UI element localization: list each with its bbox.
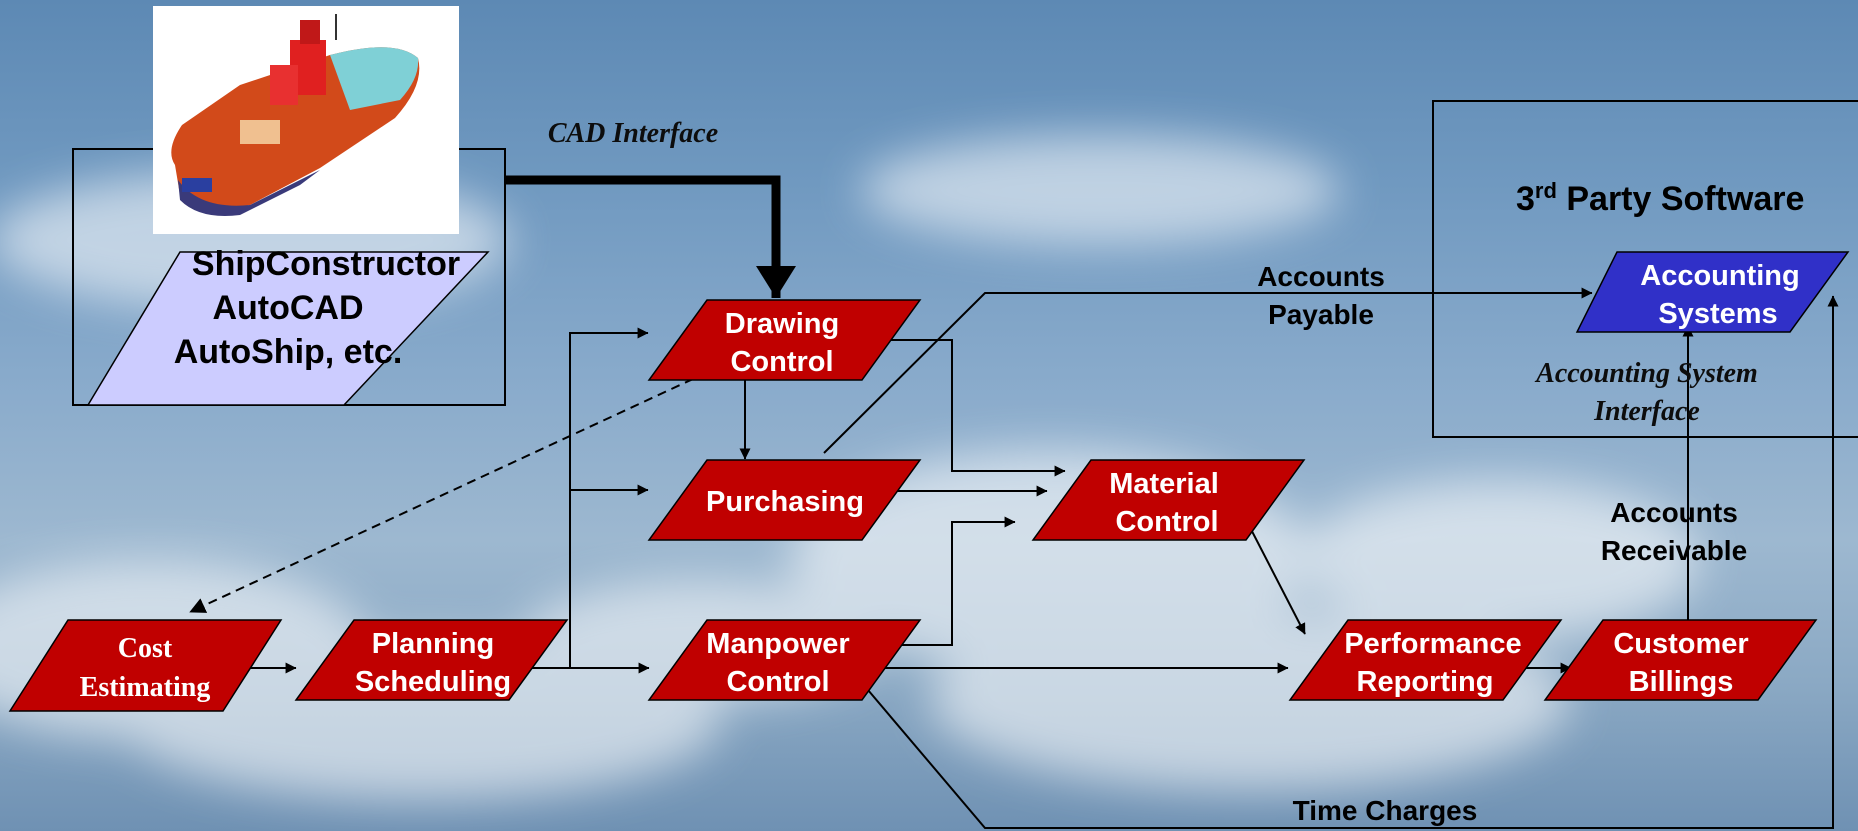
node-drawing-control: Drawing Control xyxy=(647,299,922,381)
node-performance-line-2: Reporting xyxy=(1357,666,1494,698)
cad-software-shape xyxy=(86,251,490,406)
third-party-title: 3rd Party Software xyxy=(1516,178,1804,218)
label-accounts-receivable-1: Accounts xyxy=(1610,497,1738,528)
node-cost-estimating-line-1: Cost xyxy=(118,633,173,664)
node-cost-estimating: Cost Estimating xyxy=(8,619,283,712)
edge-drawing-to-cost-dashed xyxy=(189,359,735,613)
cad-label-line-1: ShipConstructor xyxy=(192,245,460,283)
node-accounting-systems: Accounting Systems xyxy=(1575,251,1850,333)
node-customer-line-2: Billings xyxy=(1629,666,1734,698)
node-purchasing-line-1: Purchasing xyxy=(706,486,864,518)
label-cad-interface: CAD Interface xyxy=(548,118,718,149)
node-planning-line-2: Scheduling xyxy=(355,666,511,698)
node-material-control: Material Control xyxy=(1031,459,1306,541)
node-accounting-line-1: Accounting xyxy=(1640,260,1800,292)
node-performance-reporting: Performance Reporting xyxy=(1288,619,1563,701)
edge-planning-to-drawing xyxy=(569,327,649,668)
node-purchasing: Purchasing xyxy=(647,459,922,541)
edge-manpower-to-material xyxy=(857,516,1016,646)
cad-interface-connector xyxy=(505,175,781,298)
node-planning-line-1: Planning xyxy=(372,628,494,660)
label-accounts-receivable-2: Receivable xyxy=(1601,535,1747,566)
label-accounting-interface-2: Interface xyxy=(1593,396,1700,427)
node-customer-line-1: Customer xyxy=(1613,628,1748,660)
label-accounts-payable-1: Accounts xyxy=(1257,261,1385,292)
label-time-charges: Time Charges xyxy=(1293,795,1478,826)
node-manpower-line-2: Control xyxy=(726,666,829,698)
node-cost-estimating-line-2: Estimating xyxy=(80,672,211,703)
node-accounting-line-2: Systems xyxy=(1658,298,1777,330)
edge-drawing-to-material xyxy=(857,339,1066,477)
edge-payable xyxy=(823,287,1593,454)
node-material-line-2: Control xyxy=(1115,506,1218,538)
node-customer-billings: Customer Billings xyxy=(1543,619,1818,701)
cad-label-line-2: AutoCAD xyxy=(212,289,363,327)
node-performance-line-1: Performance xyxy=(1344,628,1521,660)
node-manpower-line-1: Manpower xyxy=(706,628,849,660)
node-drawing-line-2: Control xyxy=(730,346,833,378)
cad-label-line-3: AutoShip, etc. xyxy=(174,333,403,371)
third-party-software-box xyxy=(1432,100,1858,438)
node-material-line-1: Material xyxy=(1109,468,1219,500)
node-planning-scheduling: Planning Scheduling xyxy=(294,619,569,701)
label-accounting-interface-1: Accounting System xyxy=(1534,358,1758,389)
node-manpower-control: Manpower Control xyxy=(647,619,922,701)
node-drawing-line-1: Drawing xyxy=(725,308,839,340)
label-accounts-payable-2: Payable xyxy=(1268,299,1374,330)
edge-time-charges xyxy=(867,295,1839,829)
ship-model-image xyxy=(153,6,459,234)
